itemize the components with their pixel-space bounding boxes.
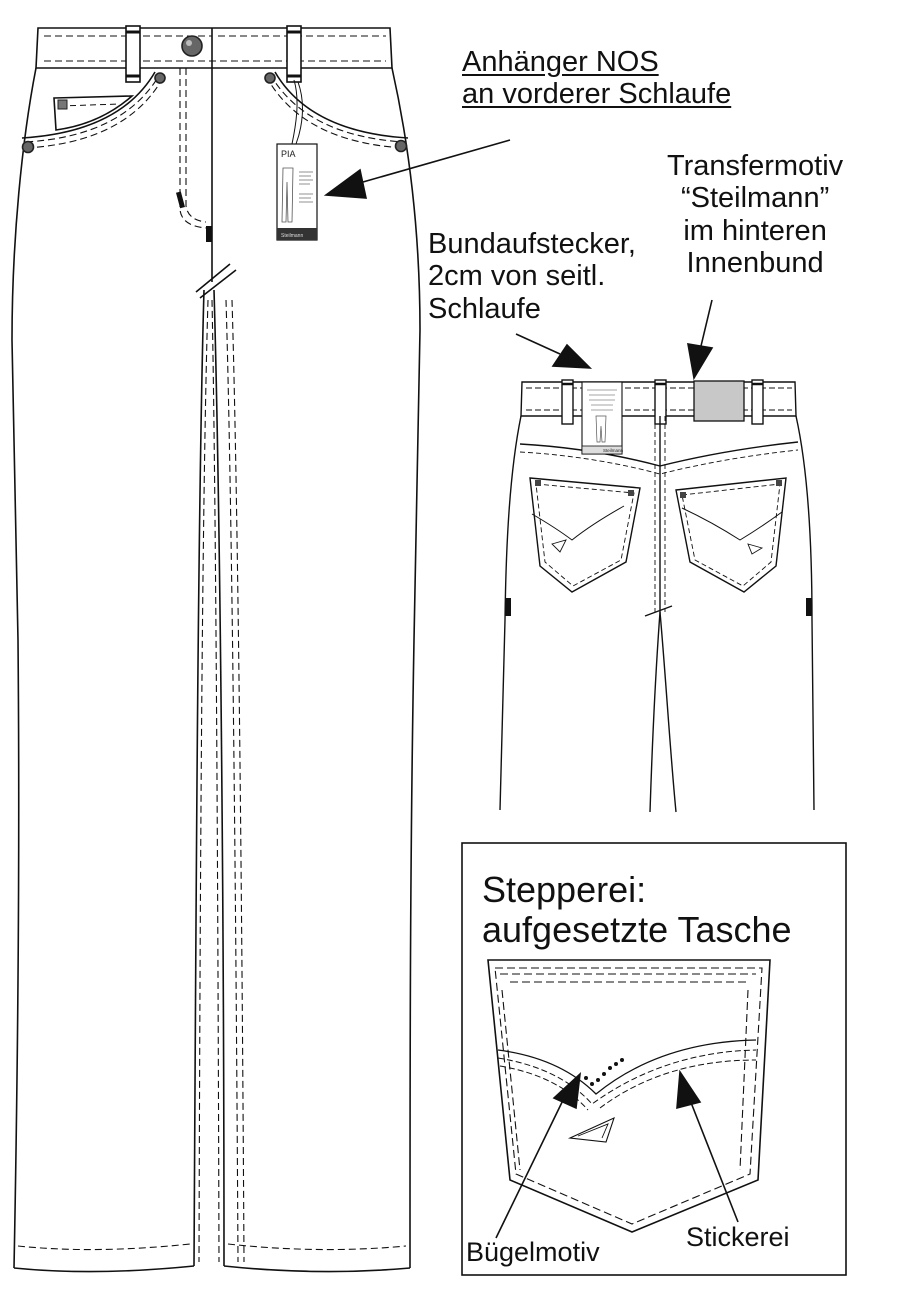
rivet [154, 72, 166, 84]
belt-loop [561, 379, 574, 425]
label-waistband-tag: Bundaufstecker, 2cm von seitl. Schlaufe [428, 228, 636, 325]
label-embroidery: Stickerei [686, 1222, 790, 1252]
back-pocket-right [675, 477, 787, 593]
hang-tag-nos: PIA Steilmann [276, 143, 318, 241]
hang-tag-brand: Steilmann [281, 233, 303, 239]
front-waistband [35, 27, 393, 69]
front-outer-seam [11, 67, 37, 1269]
belt-loop [286, 25, 302, 83]
label-hangtag-nos: Anhänger NOS an vorderer Schlaufe [462, 46, 732, 111]
label-transfer-motif: Transfermotiv “Steilmann” im hinteren In… [667, 150, 844, 280]
waistband-tag: Steilmann [581, 381, 624, 455]
rivet [394, 139, 408, 153]
stitching-detail-box [461, 842, 847, 1276]
callout-arrows [323, 139, 739, 1239]
belt-loop [751, 379, 764, 425]
rivet [21, 140, 35, 154]
rivet [264, 72, 276, 84]
detail-back-pocket [487, 959, 771, 1233]
back-view-jeans [499, 379, 815, 813]
front-view-jeans [11, 25, 421, 1273]
label-iron-on-motif: Bügelmotiv [466, 1237, 600, 1267]
stitching-dots [584, 1058, 624, 1086]
label-stitching-title: Stepperei: aufgesetzte Tasche [482, 869, 792, 950]
transfer-motif-patch [693, 380, 745, 422]
front-pocket-right [274, 71, 409, 139]
waistband-tag-brand: Steilmann [603, 448, 624, 453]
front-pocket-left [21, 71, 156, 139]
hang-tag-model: PIA [281, 149, 296, 159]
back-pocket-left [529, 477, 641, 593]
coin-pocket [53, 95, 135, 131]
front-button [181, 35, 203, 57]
belt-loop [125, 25, 141, 83]
